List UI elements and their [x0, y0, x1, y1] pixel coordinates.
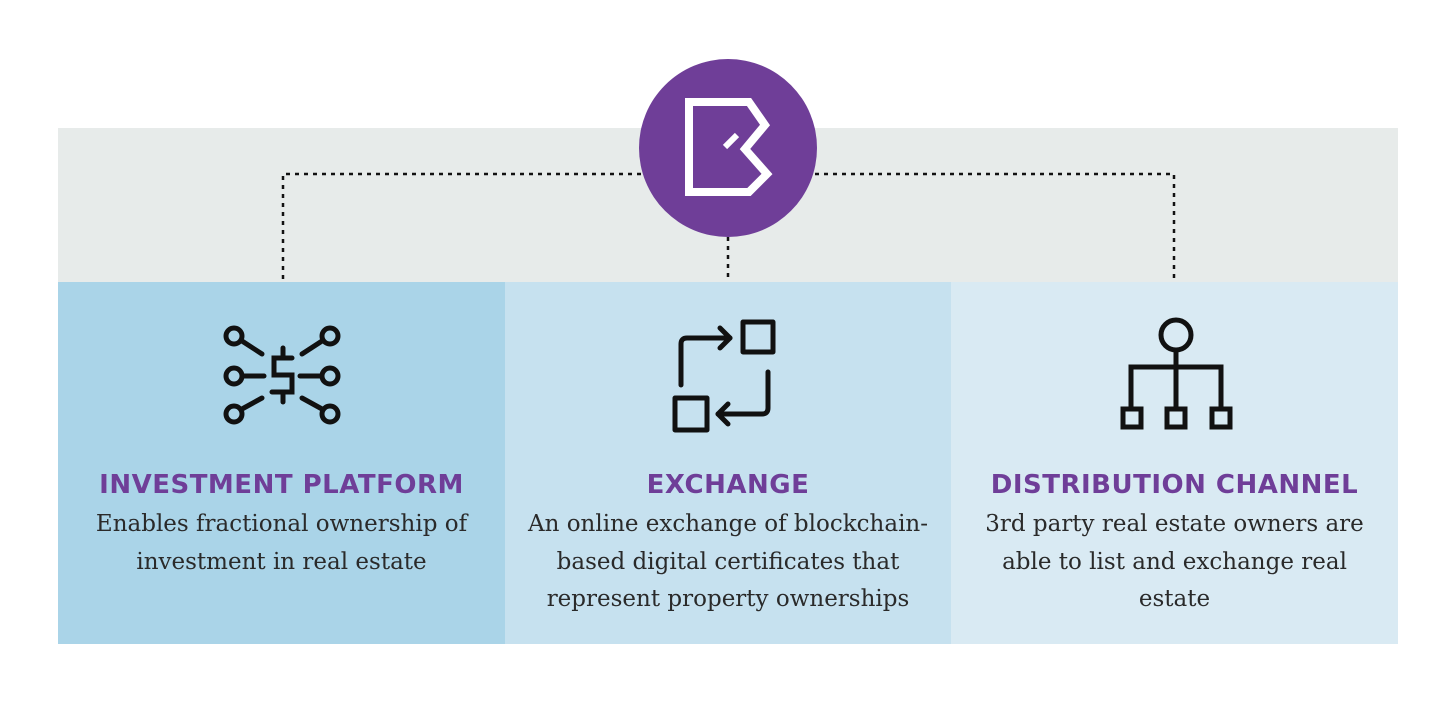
- panel-investment-platform: INVESTMENT PLATFORM Enables fractional o…: [58, 282, 505, 644]
- panel-exchange: EXCHANGE An online exchange of blockchai…: [505, 282, 951, 644]
- panel-title: INVESTMENT PLATFORM: [99, 470, 464, 500]
- panel-title: DISTRIBUTION CHANNEL: [990, 470, 1359, 500]
- org-chart-icon: [1120, 317, 1232, 430]
- panel-description: 3rd party real estate owners are able to…: [985, 511, 1364, 612]
- b-logo-icon: [685, 98, 773, 196]
- panel-description: Enables fractional ownership of investme…: [95, 511, 468, 575]
- brand-logo: [639, 59, 817, 237]
- panel-distribution-channel: DISTRIBUTION CHANNEL 3rd party real esta…: [951, 282, 1398, 644]
- panel-title: EXCHANGE: [646, 470, 810, 500]
- dollar-network-icon: [223, 325, 340, 425]
- exchange-arrows-icon: [672, 319, 776, 433]
- panel-description: An online exchange of blockchain-based d…: [527, 511, 929, 612]
